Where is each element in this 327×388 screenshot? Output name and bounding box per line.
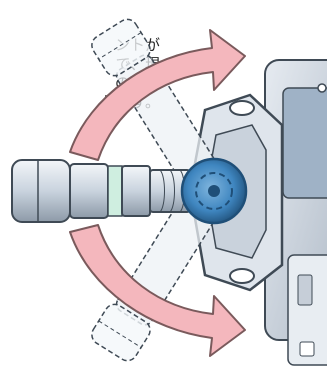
rotate-down-arrow: [69, 224, 246, 357]
rotate-up-arrow: [69, 29, 246, 161]
nozzle-tube: [11, 159, 191, 223]
pump-rotor-icon: [180, 157, 248, 225]
